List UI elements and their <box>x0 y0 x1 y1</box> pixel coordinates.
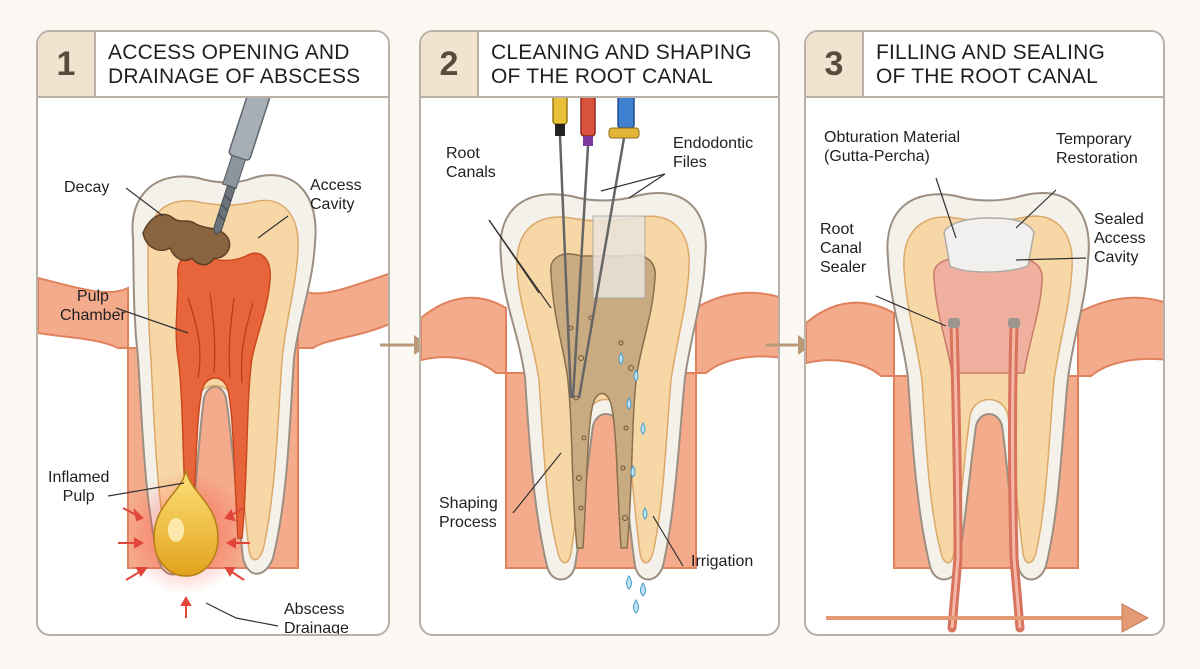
label-temporary-restoration: Temporary Restoration <box>1056 131 1138 167</box>
tooth-diagram-filling <box>806 177 1163 633</box>
label-root-canal-sealer: Root Canal Sealer <box>820 221 867 276</box>
label-irrigation: Irrigation <box>691 553 754 570</box>
tooth-diagram-cleaning <box>421 98 778 614</box>
label-root-canals: Root Canals <box>446 145 496 181</box>
panel-title: ACCESS OPENING AND DRAINAGE OF ABSCESS <box>108 41 361 88</box>
abscess-bulb <box>153 469 219 577</box>
panel-filling-sealing: 3 FILLING AND SEALING OF THE ROOT CANAL <box>804 30 1165 636</box>
label-endodontic-files: Endodontic Files <box>673 135 754 171</box>
panel-title: CLEANING AND SHAPING OF THE ROOT CANAL <box>491 41 752 88</box>
step-number: 1 <box>38 32 96 96</box>
gum-tissue <box>806 296 1163 569</box>
label-decay: Decay <box>64 179 110 196</box>
panel-header: 2 CLEANING AND SHAPING OF THE ROOT CANAL <box>421 32 778 98</box>
endodontic-file-blue <box>577 98 640 399</box>
gum-tissue <box>38 273 388 569</box>
gum-tissue <box>421 291 778 569</box>
label-access-cavity: Access Cavity <box>310 177 362 213</box>
tooth-diagram-access <box>38 98 388 627</box>
temporary-restoration <box>943 217 1035 273</box>
panel-header: 3 FILLING AND SEALING OF THE ROOT CANAL <box>806 32 1163 98</box>
label-obturation-material: Obturation Material (Gutta-Percha) <box>824 129 961 165</box>
step-number: 2 <box>421 32 479 96</box>
panel-header: 1 ACCESS OPENING AND DRAINAGE OF ABSCESS <box>38 32 388 98</box>
label-pulp-chamber: Pulp Chamber <box>60 288 126 324</box>
label-abscess-drainage: Abscess Drainage <box>284 601 349 636</box>
dental-drill <box>213 98 271 236</box>
sealed-chamber <box>933 258 1043 374</box>
panel-title: FILLING AND SEALING OF THE ROOT CANAL <box>876 41 1106 88</box>
label-inflamed-pulp: Inflamed Pulp <box>48 469 110 505</box>
decay-area <box>142 213 231 266</box>
panel-cleaning-shaping: 2 CLEANING AND SHAPING OF THE ROOT CANAL <box>419 30 780 636</box>
endodontic-file-red <box>571 98 596 399</box>
irrigation-drops <box>618 351 648 614</box>
label-sealed-access-cavity: Sealed Access Cavity <box>1094 211 1146 266</box>
label-shaping-process: Shaping Process <box>439 495 498 531</box>
endodontic-file-yellow <box>552 98 573 399</box>
panel-access-opening: 1 ACCESS OPENING AND DRAINAGE OF ABSCESS <box>36 30 390 636</box>
access-opening <box>592 215 646 299</box>
step-number: 3 <box>806 32 864 96</box>
